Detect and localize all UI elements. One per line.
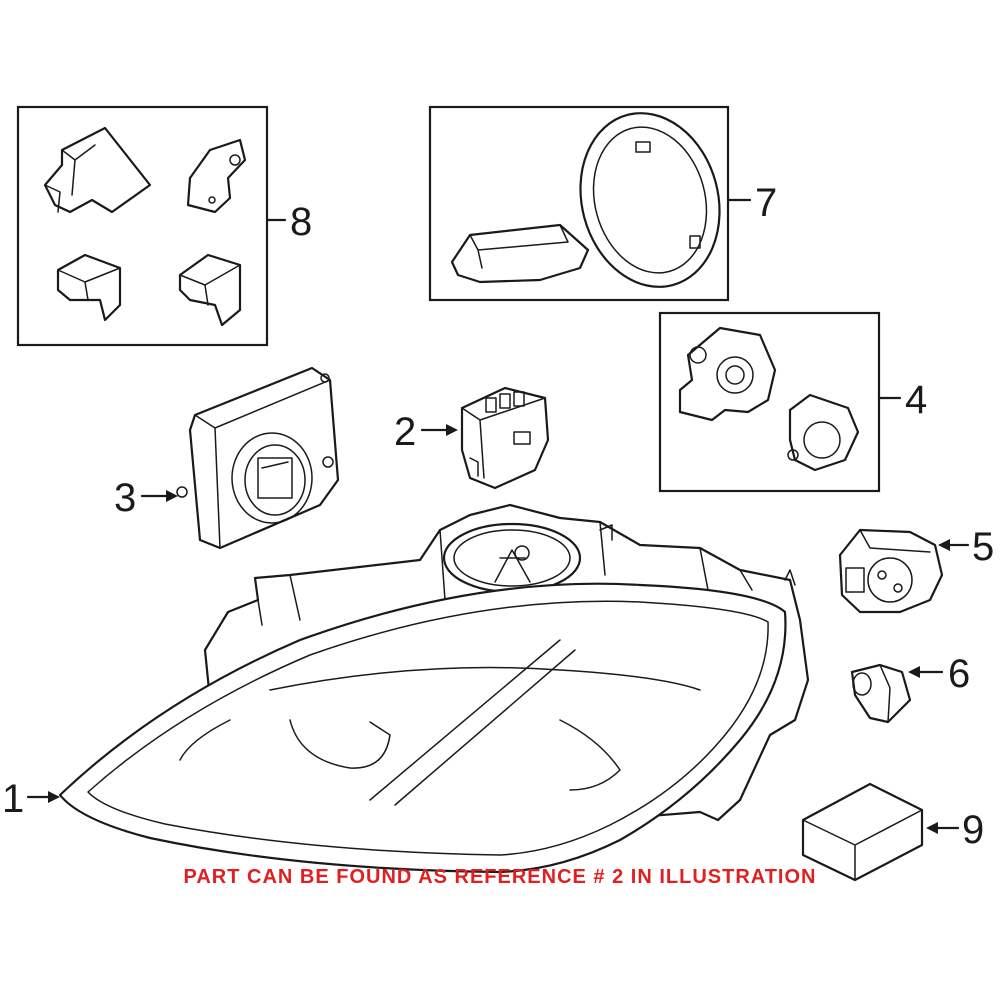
callout-3-number: 3 <box>114 476 136 520</box>
callout-5-number: 5 <box>972 525 994 569</box>
callout-6-number: 6 <box>948 652 970 696</box>
callout-9: 9 <box>926 808 984 852</box>
callout-4: 4 <box>877 378 927 422</box>
callout-2-number: 2 <box>394 410 416 454</box>
part-2-connector <box>460 386 550 490</box>
callout-5: 5 <box>938 525 994 569</box>
callout-8-number: 8 <box>290 200 312 244</box>
callout-1: 1 <box>2 777 60 821</box>
callout-3: 3 <box>114 476 178 520</box>
part-1-headlamp-assembly <box>58 503 810 874</box>
callout-8: 8 <box>265 200 312 244</box>
group-4-sockets <box>658 311 881 493</box>
callout-1-number: 1 <box>2 777 24 821</box>
part-5-actuator <box>838 528 944 614</box>
part-3-control-unit <box>176 366 340 550</box>
callout-9-number: 9 <box>962 808 984 852</box>
group-8-brackets <box>16 105 269 347</box>
part-6-bulb-socket <box>850 663 912 724</box>
callout-4-number: 4 <box>905 378 927 422</box>
callout-2: 2 <box>394 410 458 454</box>
callout-7-number: 7 <box>755 181 777 225</box>
reference-note: PART CAN BE FOUND AS REFERENCE # 2 IN IL… <box>184 866 817 888</box>
callout-7: 7 <box>726 181 777 225</box>
part-9-bulb-box <box>801 782 924 882</box>
callout-6: 6 <box>908 652 970 696</box>
group-7-cap-and-ring <box>428 105 730 302</box>
